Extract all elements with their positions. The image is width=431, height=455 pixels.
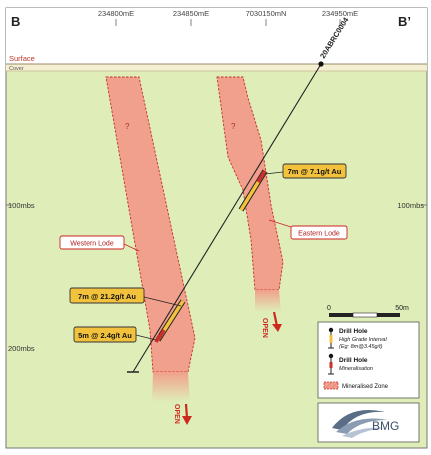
scale-bar: 0 50m <box>327 305 409 318</box>
legend-drill-hole-title: Drill Hole <box>339 328 368 335</box>
top-coord-label: 7030150mN <box>246 9 287 18</box>
eastern-lode <box>216 76 284 312</box>
legend-zone-swatch <box>323 381 339 390</box>
eastern-lode-label: Eastern Lode <box>290 225 348 240</box>
intercept-callout-east: 7m @ 7.1g/t Au <box>282 163 347 179</box>
legend-zone: Mineralised Zone <box>342 384 389 390</box>
section-start-label: B <box>11 14 20 29</box>
depth-label-left-200: 200mbs <box>8 344 35 353</box>
top-coordinate-axis: 234800mE 234850mE 7030150mN 234950mE <box>98 9 358 26</box>
drill-collar <box>318 61 324 67</box>
intercept-callout-west-2: 5m @ 2.4g/t Au <box>73 326 137 343</box>
legend-high-grade-example: (Eg: 8m@3.45g/t) <box>339 344 383 350</box>
eastern-lode-label-text: Eastern Lode <box>298 231 340 238</box>
western-lode <box>105 76 196 402</box>
lode-label-leader <box>123 243 140 252</box>
western-lode-label: Western Lode <box>59 235 125 250</box>
legend-mineralisation: Mineralisation <box>339 366 373 372</box>
legend: Drill Hole High Grade Interval (Eg: 8m@3… <box>317 321 420 399</box>
callout-leader <box>264 171 284 175</box>
open-label-west: OPEN <box>173 404 180 424</box>
top-coord-label: 234950mE <box>322 9 358 18</box>
cover-band <box>6 64 427 71</box>
top-coord-label: 234800mE <box>98 9 134 18</box>
intercept-callout-west-1: 7m @ 21.2g/t Au <box>69 287 145 304</box>
drill-hole-trace <box>132 63 322 373</box>
unknown-marker-east: ? <box>231 122 236 131</box>
intercept-callout-east-text: 7m @ 7.1g/t Au <box>288 167 342 176</box>
company-logo: BMG <box>317 402 420 443</box>
cover-label: Cover <box>9 66 24 72</box>
depth-label-right: 100mbs <box>397 201 424 210</box>
header-band <box>6 8 427 64</box>
intercept-interval-east <box>238 169 268 212</box>
legend-high-grade: High Grade Interval <box>339 337 387 343</box>
callout-leader <box>135 334 157 341</box>
scale-bar-end: 50m <box>395 305 409 312</box>
top-coord-label: 234850mE <box>173 9 209 18</box>
scale-bar-start: 0 <box>327 305 331 312</box>
surface-label: Surface <box>9 54 35 63</box>
intercept-interval-west-2 <box>154 334 162 343</box>
open-label-east: OPEN <box>261 318 268 338</box>
intercept-callout-west-1-text: 7m @ 21.2g/t Au <box>78 292 136 301</box>
open-arrow-east: OPEN <box>261 311 282 338</box>
legend-mineralisation-title: Drill Hole <box>339 357 368 364</box>
depth-label-left: 100mbs <box>8 201 35 210</box>
open-arrow-west: OPEN <box>173 403 192 425</box>
section-end-label: B’ <box>398 14 411 29</box>
callout-leader <box>143 296 182 307</box>
western-lode-label-text: Western Lode <box>70 241 114 248</box>
intercept-callout-west-2-text: 5m @ 2.4g/t Au <box>78 331 132 340</box>
unknown-marker-west: ? <box>125 122 130 131</box>
lode-label-leader <box>268 219 292 228</box>
logo-text: BMG <box>372 419 399 433</box>
